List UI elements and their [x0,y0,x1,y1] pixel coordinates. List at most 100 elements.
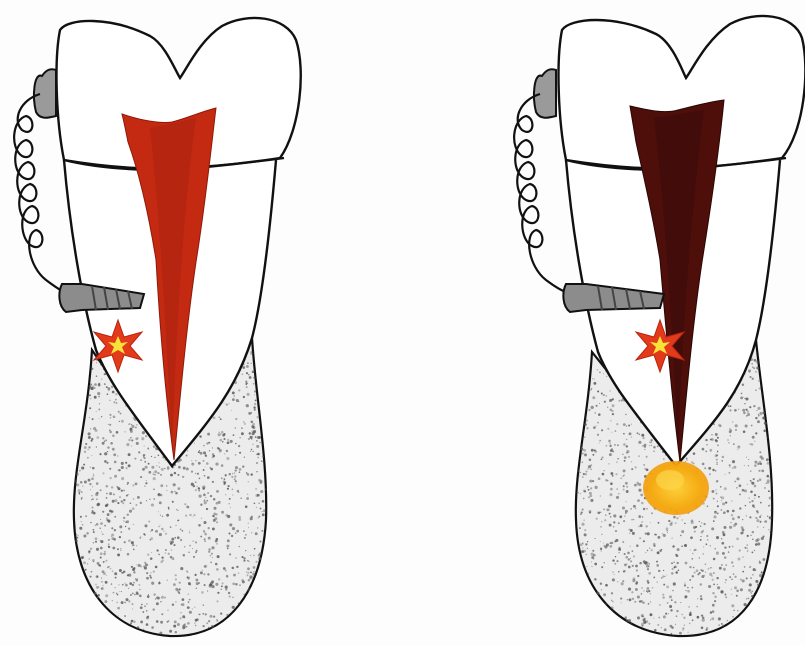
bone-speckle [751,425,753,427]
bone-speckle [654,629,657,632]
bone-speckle [577,470,579,472]
bone-speckle [725,501,727,503]
bone-speckle [213,498,216,501]
bone-speckle [256,416,258,418]
bone-speckle [108,543,110,545]
bone-speckle [212,557,213,558]
bone-speckle [590,499,593,502]
bone-speckle [194,606,195,607]
bone-speckle [728,472,730,474]
bone-speckle [101,378,103,380]
bone-speckle [147,595,150,598]
bone-speckle [90,467,91,468]
bone-speckle [675,554,677,556]
bone-speckle [114,401,115,402]
bone-speckle [599,442,600,443]
bone-speckle [716,464,717,465]
bone-speckle [148,463,150,465]
bone-speckle [200,536,202,538]
bone-speckle [675,571,678,574]
bone-speckle [198,487,200,489]
bone-speckle [767,462,770,465]
bone-speckle [113,415,116,418]
bone-speckle [175,588,178,591]
bone-speckle [255,399,257,401]
bone-speckle [114,461,117,464]
bone-speckle [136,591,138,593]
bone-speckle [199,495,202,498]
bone-speckle [710,619,711,620]
bone-speckle [249,376,252,379]
bone-speckle [94,592,97,595]
bone-speckle [110,477,112,479]
bone-speckle [721,460,723,462]
bone-speckle [118,469,120,471]
bone-speckle [95,537,98,540]
bone-speckle [766,458,769,461]
bone-speckle [131,620,134,623]
bone-speckle [749,376,751,378]
bone-speckle [92,418,94,420]
bone-speckle [207,590,208,591]
bone-speckle [248,374,250,376]
bone-speckle [210,555,211,556]
bone-speckle [744,489,747,492]
bone-speckle [697,616,700,619]
bone-speckle [95,524,97,526]
bone-speckle [81,497,83,499]
bone-speckle [645,525,647,527]
bone-speckle [637,575,639,577]
bone-speckle [88,551,90,553]
bone-speckle [681,545,683,547]
bone-speckle [742,384,744,386]
bone-speckle [135,504,137,506]
bone-speckle [642,516,643,517]
bone-speckle [729,430,732,433]
bone-speckle [131,425,134,428]
bone-speckle [132,592,134,594]
bone-speckle [192,463,193,464]
bone-speckle [615,556,616,557]
bone-speckle [758,380,759,381]
bone-speckle [198,490,200,492]
bone-speckle [681,614,683,616]
bone-speckle [114,499,117,502]
bone-speckle [663,458,665,460]
bone-speckle [623,433,625,435]
bone-speckle [92,486,93,487]
bone-speckle [104,551,106,553]
bone-speckle [246,386,248,388]
bone-speckle [160,515,161,516]
bone-speckle [681,530,684,533]
bone-speckle [600,526,602,528]
bone-speckle [83,464,85,466]
bone-speckle [582,453,584,455]
bone-speckle [756,517,758,519]
bone-speckle [647,550,648,551]
bone-speckle [223,567,226,570]
bone-speckle [243,560,245,562]
bone-speckle [150,557,153,560]
bone-speckle [84,446,87,449]
bone-speckle [684,544,687,547]
bone-speckle [144,524,147,527]
bone-speckle [146,623,149,626]
bone-speckle [109,468,111,470]
bone-speckle [104,373,106,375]
bone-speckle [239,468,242,471]
bone-speckle [250,572,252,574]
bone-speckle [100,522,103,525]
bone-speckle [241,373,243,375]
bone-speckle [94,396,97,399]
bone-speckle [609,545,612,548]
bone-speckle [758,470,760,472]
bone-speckle [623,485,625,487]
bone-speckle [91,499,92,500]
bone-speckle [718,617,721,620]
bone-speckle [106,519,108,521]
bone-speckle [251,430,253,432]
bone-speckle [100,540,103,543]
bone-speckle [752,574,754,576]
bone-speckle [248,527,249,528]
bone-speckle [255,561,257,563]
